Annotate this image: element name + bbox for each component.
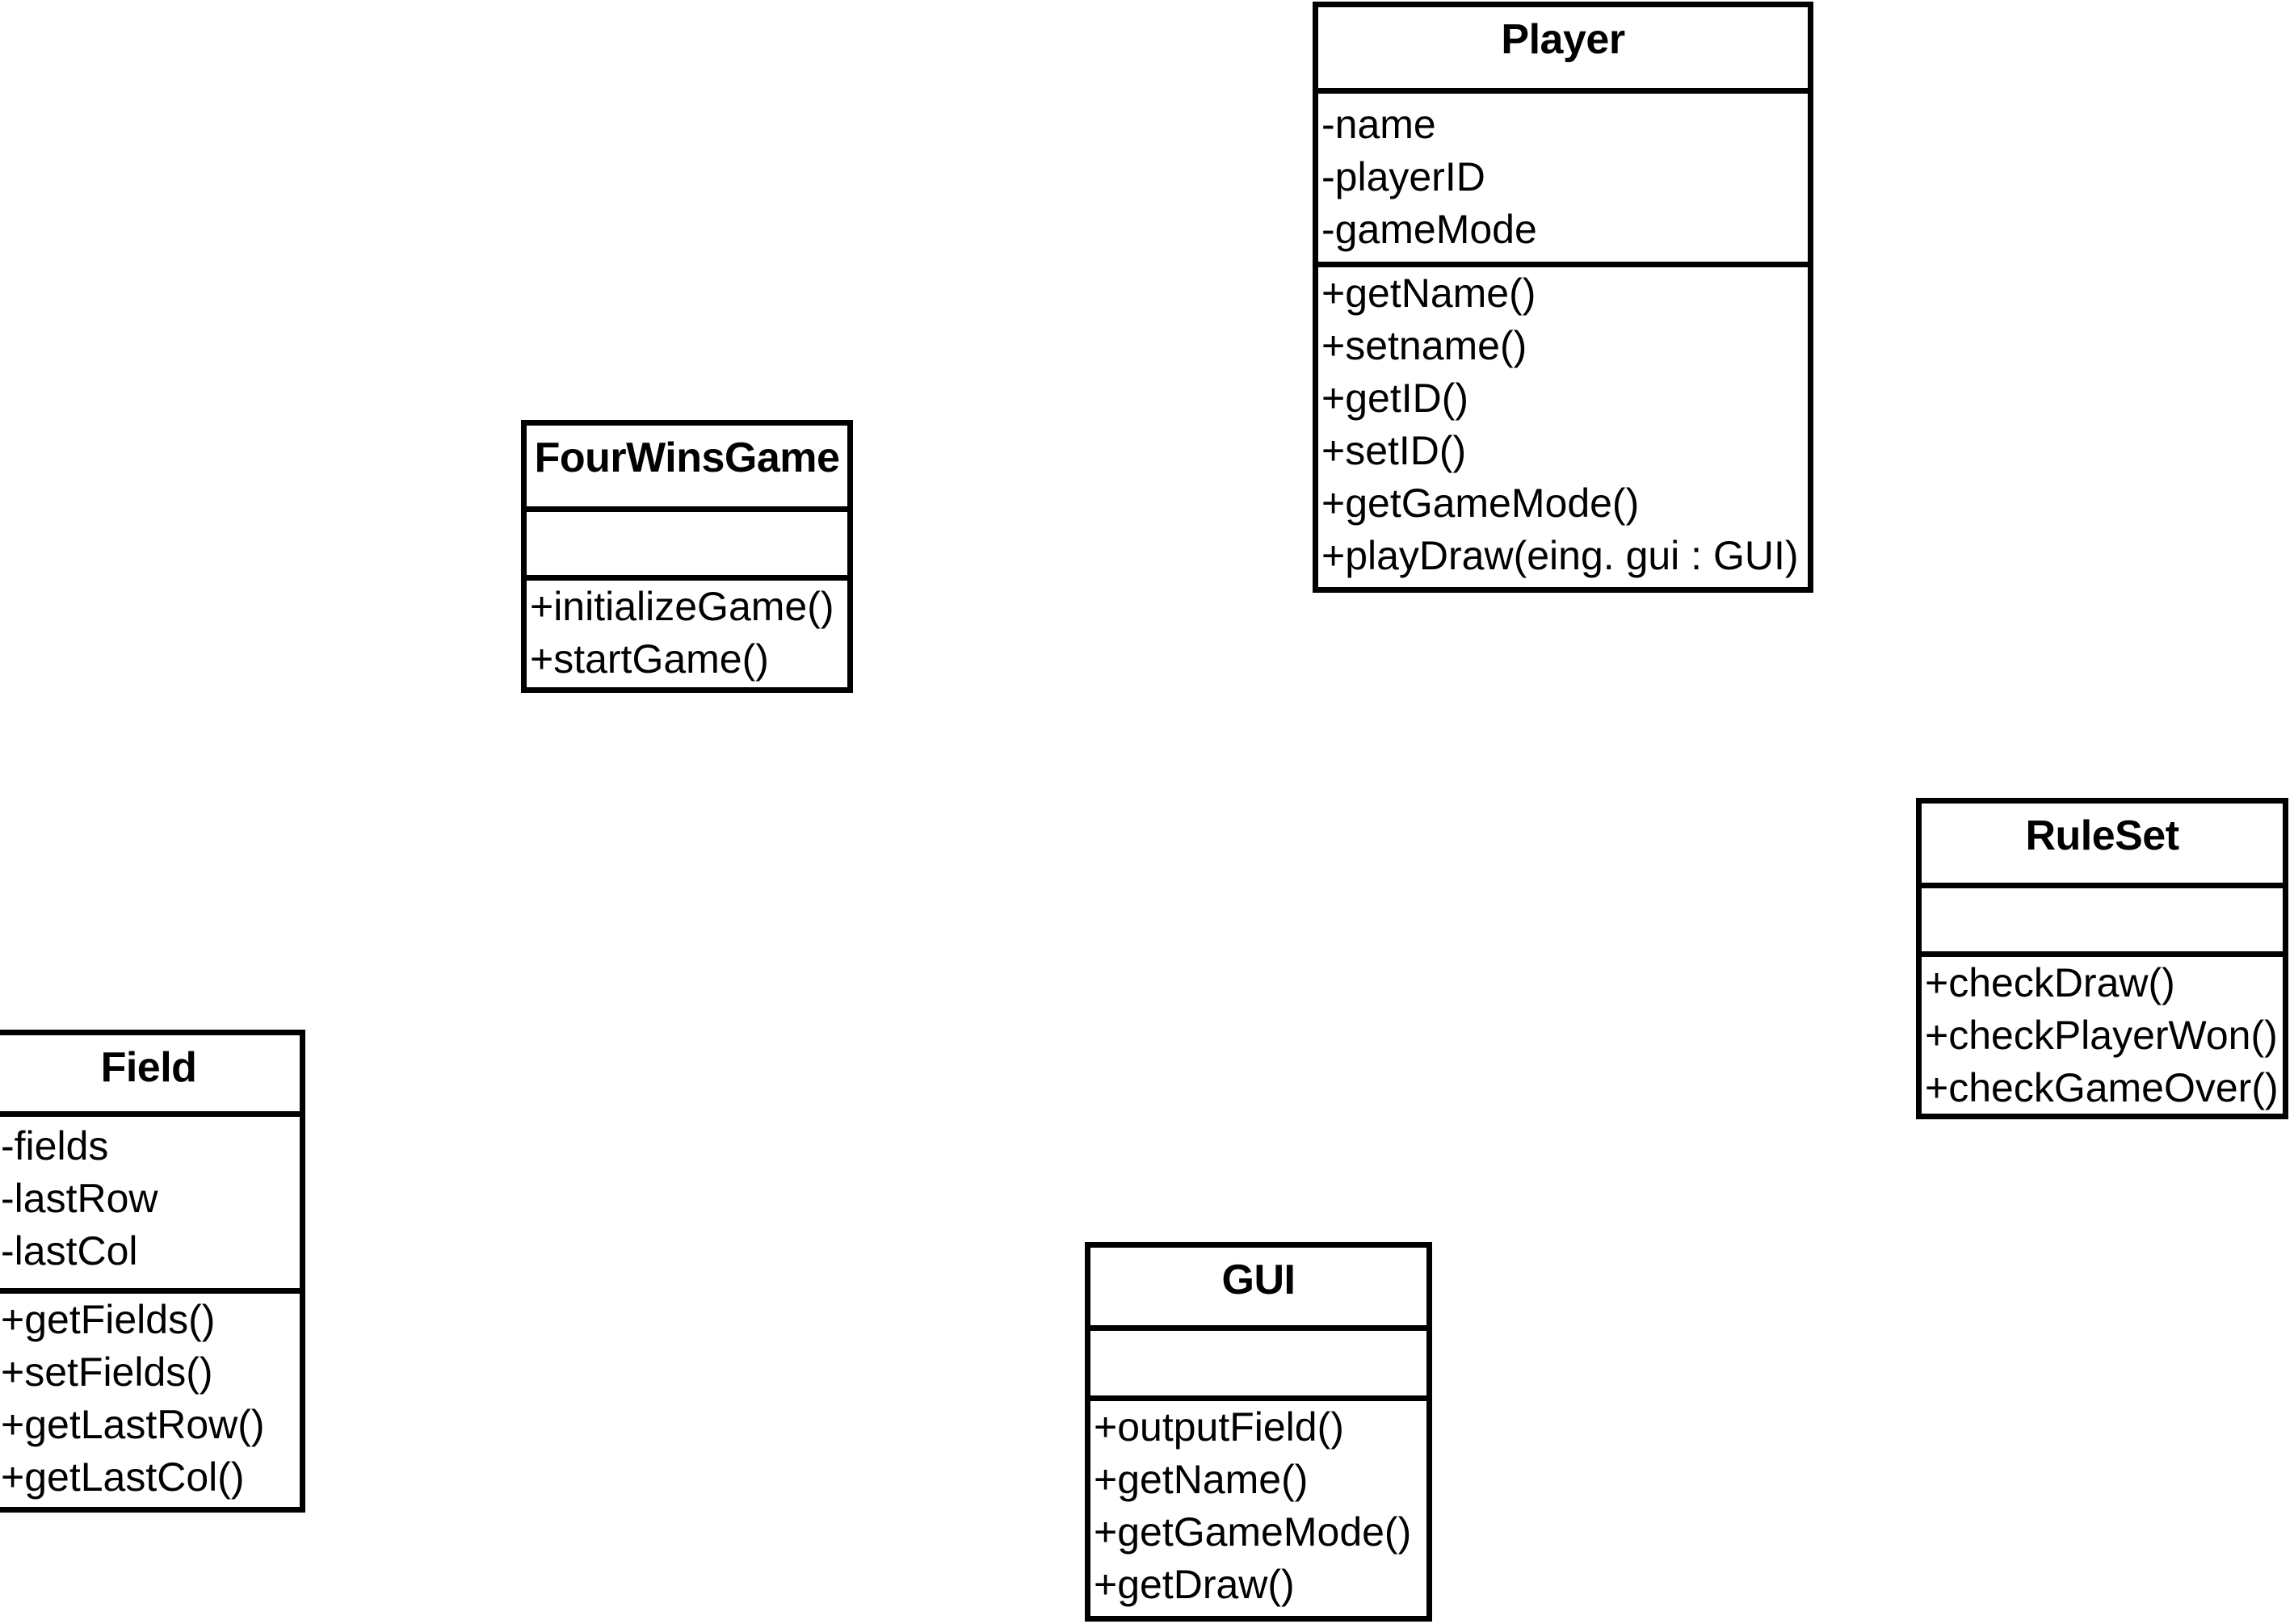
method-item: +checkPlayerWon() (1925, 1012, 2278, 1058)
class-name-field: Field (100, 1044, 197, 1091)
method-item: +getDraw() (1094, 1562, 1295, 1607)
uml-class-player[interactable]: Player -name -playerID -gameMode +getNam… (1313, 2, 1813, 593)
method-item: +setname() (1321, 323, 1527, 368)
method-item: +getLastRow() (1, 1402, 265, 1447)
methods-compartment-gui: +outputField() +getName() +getGameMode()… (1090, 1401, 1426, 1611)
compartment-divider (1922, 950, 2283, 957)
attribute-item: -lastCol (1, 1228, 138, 1274)
method-item: +getName() (1094, 1457, 1309, 1502)
method-item: +getGameMode() (1094, 1509, 1412, 1555)
uml-class-gui[interactable]: GUI +outputField() +getName() +getGameMo… (1085, 1242, 1432, 1622)
method-item: +setID() (1321, 428, 1467, 473)
attributes-compartment-ruleset (1922, 888, 2283, 951)
attribute-item: -name (1321, 102, 1436, 147)
compartment-divider (1318, 262, 1808, 267)
attribute-item: -fields (1, 1123, 109, 1169)
compartment-divider (1922, 882, 2283, 888)
methods-compartment-fourwinsgame: +initializeGame() +startGame() (527, 581, 847, 686)
method-item: +setFields() (1, 1349, 213, 1395)
method-item: +checkDraw() (1925, 959, 2175, 1005)
attributes-compartment-fourwinsgame (527, 512, 847, 575)
method-item: +playDraw(eing. gui : GUI) (1321, 533, 1799, 578)
uml-class-field[interactable]: Field -fields -lastRow -lastCol +getFiel… (0, 1030, 305, 1513)
compartment-divider (0, 1111, 300, 1117)
method-item: +getName() (1321, 271, 1536, 316)
method-item: +startGame() (530, 636, 769, 682)
attribute-item: -lastRow (1, 1176, 158, 1221)
attributes-compartment-player: -name -playerID -gameMode (1318, 94, 1808, 262)
method-item: +getFields() (1, 1297, 216, 1342)
method-item: +getLastCol() (1, 1454, 245, 1500)
attribute-item: -gameMode (1321, 207, 1537, 252)
uml-class-ruleset[interactable]: RuleSet +checkDraw() +checkPlayerWon() +… (1916, 798, 2288, 1119)
methods-compartment-field: +getFields() +setFields() +getLastRow() … (0, 1294, 300, 1504)
method-item: +getGameMode() (1321, 480, 1640, 526)
class-name-ruleset: RuleSet (2025, 812, 2179, 859)
class-name-player: Player (1501, 16, 1625, 63)
compartment-divider (1318, 88, 1808, 94)
methods-compartment-ruleset: +checkDraw() +checkPlayerWon() +checkGam… (1922, 957, 2283, 1114)
method-item: +checkGameOver() (1925, 1064, 2279, 1110)
method-item: +outputField() (1094, 1404, 1344, 1450)
method-item: +getID() (1321, 376, 1469, 421)
compartment-divider (1090, 1395, 1426, 1401)
compartment-divider (1090, 1325, 1426, 1331)
uml-class-fourwinsgame[interactable]: FourWinsGame +initializeGame() +startGam… (521, 420, 853, 693)
compartment-divider (527, 575, 847, 581)
class-name-fourwinsgame: FourWinsGame (534, 434, 840, 481)
attribute-item: -playerID (1321, 154, 1485, 199)
methods-compartment-player: +getName() +setname() +getID() +setID() … (1318, 267, 1808, 582)
attributes-compartment-field: -fields -lastRow -lastCol (0, 1117, 300, 1288)
compartment-divider (0, 1288, 300, 1294)
class-name-gui: GUI (1221, 1257, 1296, 1303)
compartment-divider (527, 506, 847, 512)
method-item: +initializeGame() (530, 584, 834, 629)
attributes-compartment-gui (1090, 1331, 1426, 1395)
